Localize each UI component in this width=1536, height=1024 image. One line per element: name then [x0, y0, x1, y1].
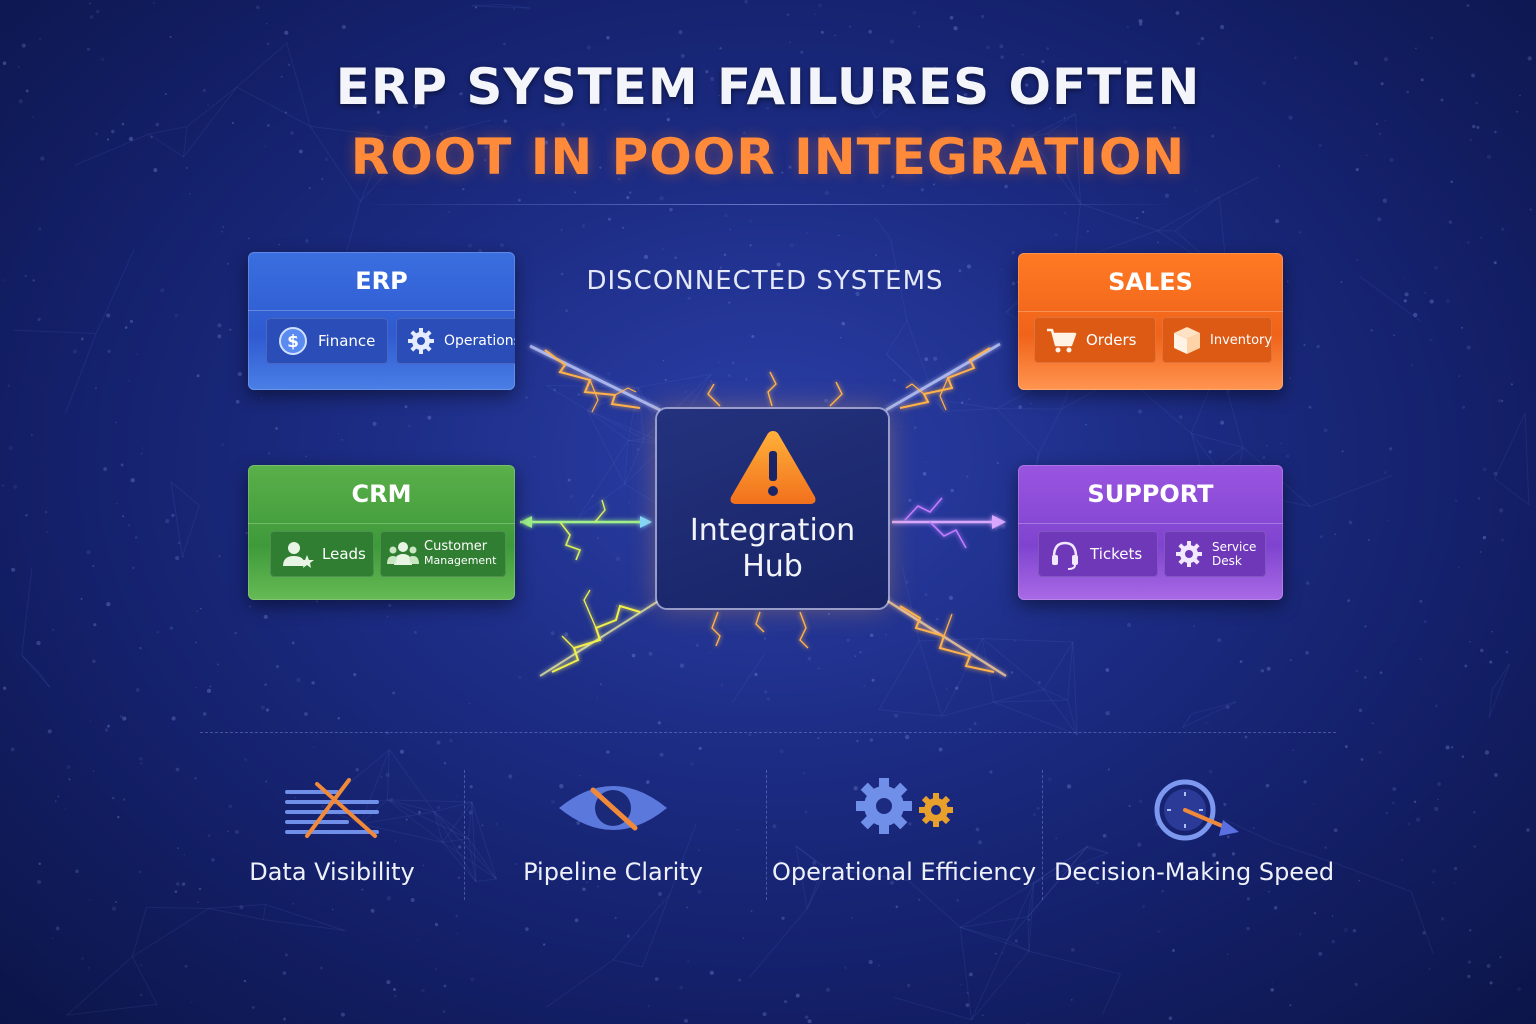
gears-icon: [856, 778, 953, 834]
dollar-icon: $: [279, 327, 307, 355]
support-desk-label: Desk: [1212, 554, 1242, 568]
metric-label: Data Visibility: [249, 858, 415, 886]
erp-operations-item[interactable]: Operations: [396, 318, 515, 364]
erp-card-title: ERP: [248, 252, 515, 311]
metric-label: Decision-Making Speed: [1053, 858, 1335, 886]
crm-customer-label: Customer: [424, 539, 488, 554]
sales-system-card[interactable]: SALES Orders Inventory: [1018, 253, 1283, 390]
erp-operations-label: Operations: [444, 333, 515, 349]
crm-card-title: CRM: [248, 465, 515, 524]
crm-customer-management-item[interactable]: Customer Management: [380, 531, 506, 577]
support-tickets-label: Tickets: [1090, 545, 1143, 563]
sales-inventory-label: Inventory: [1210, 332, 1273, 348]
cart-icon: [1047, 328, 1077, 353]
support-service-label: Service: [1212, 540, 1257, 554]
metric-decision-making-speed: Decision-Making Speed: [1044, 760, 1344, 910]
gear-icon: [408, 328, 434, 354]
crm-management-label: Management: [424, 554, 497, 567]
svg-text:$: $: [287, 332, 299, 352]
support-system-card[interactable]: SUPPORT Tickets: [1018, 465, 1283, 600]
hidden-eye-icon: [559, 786, 667, 831]
gear-icon: [1176, 541, 1202, 567]
title-line-1: ERP SYSTEM FAILURES OFTEN: [335, 58, 1201, 116]
crm-leads-item[interactable]: Leads: [270, 531, 374, 577]
box-icon: [1174, 327, 1200, 354]
integration-hub[interactable]: Integration Hub: [657, 409, 888, 608]
metric-separator: [1042, 770, 1043, 900]
metric-separator: [464, 770, 465, 900]
sales-orders-label: Orders: [1086, 331, 1137, 349]
erp-finance-item[interactable]: $ Finance: [266, 318, 388, 364]
diagram-subtitle: DISCONNECTED SYSTEMS: [586, 266, 944, 296]
sales-card-title: SALES: [1018, 253, 1283, 312]
erp-finance-label: Finance: [318, 332, 376, 350]
crm-leads-label: Leads: [322, 545, 366, 563]
metric-label: Pipeline Clarity: [523, 858, 703, 886]
metric-label: Operational Efficiency: [771, 858, 1037, 886]
headset-icon: [1052, 541, 1078, 570]
user-star-icon: [283, 542, 314, 568]
metric-separator: [766, 770, 767, 900]
title-divider: [360, 204, 1180, 205]
warning-icon: [730, 431, 816, 504]
crossed-bars-icon: [285, 778, 379, 838]
section-divider: [200, 732, 1336, 733]
metric-operational-efficiency: Operational Efficiency: [768, 760, 1040, 910]
support-card-title: SUPPORT: [1018, 465, 1283, 524]
crm-system-card[interactable]: CRM Leads Customer Management: [248, 465, 515, 600]
sales-inventory-item[interactable]: Inventory: [1162, 317, 1272, 363]
hub-label: Integration Hub: [689, 513, 856, 584]
metric-data-visibility: Data Visibility: [200, 760, 464, 910]
title-line-2: ROOT IN POOR INTEGRATION: [350, 128, 1186, 186]
support-service-desk-item[interactable]: Service Desk: [1164, 531, 1266, 577]
erp-system-card[interactable]: ERP $ Finance Operati: [248, 252, 515, 390]
sales-orders-item[interactable]: Orders: [1034, 317, 1156, 363]
metric-pipeline-clarity: Pipeline Clarity: [466, 760, 760, 910]
users-icon: [387, 542, 419, 565]
clock-arrow-icon: [1154, 779, 1239, 841]
support-tickets-item[interactable]: Tickets: [1038, 531, 1158, 577]
